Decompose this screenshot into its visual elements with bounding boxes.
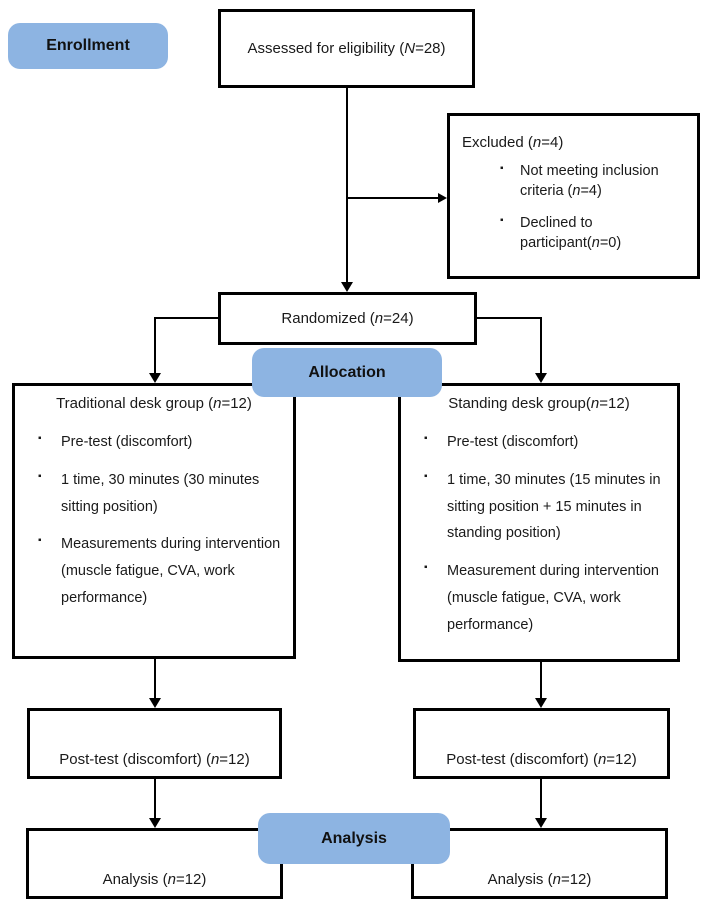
square-bullet-icon: ▪ — [424, 433, 428, 444]
square-bullet-icon: ▪ — [38, 535, 42, 547]
traditional-bullet-item: ▪ 1 time, 30 minutes (30 minutes sitting… — [15, 467, 293, 521]
square-bullet-icon: ▪ — [424, 562, 428, 574]
traditional-group-title: Traditional desk group (n=12) — [56, 395, 252, 412]
flow-line — [477, 317, 541, 319]
arrow-down-icon — [535, 373, 547, 383]
arrow-down-icon — [149, 698, 161, 708]
analysis-left-text: Analysis (n=12) — [102, 871, 207, 888]
allocation-stage-label: Allocation — [252, 348, 442, 397]
randomized-box: Randomized (n=24) — [218, 292, 477, 345]
flow-line — [154, 779, 156, 819]
traditional-bullet-text: 1 time, 30 minutes (30 minutes sitting p… — [61, 471, 260, 515]
standing-bullet-item: ▪ Pre-test (discomfort) — [401, 429, 677, 456]
arrow-down-icon — [535, 818, 547, 828]
excluded-bullet-text: Not meeting inclusion criteria (n=4) — [520, 163, 659, 199]
assessed-eligibility-box: Assessed for eligibility (N=28) — [218, 9, 475, 88]
arrow-down-icon — [535, 698, 547, 708]
flow-line — [154, 659, 156, 699]
traditional-bullet-item: ▪ Pre-test (discomfort) — [15, 429, 293, 456]
traditional-bullet-item: ▪ Measurements during intervention (musc… — [15, 531, 293, 611]
flow-line — [347, 197, 438, 199]
analysis-stage-label-text: Analysis — [321, 829, 387, 847]
assessed-eligibility-text: Assessed for eligibility (N=28) — [247, 40, 446, 57]
flow-line — [540, 662, 542, 699]
enrollment-stage-label-text: Enrollment — [46, 37, 130, 54]
arrow-down-icon — [149, 818, 161, 828]
arrow-right-icon — [438, 193, 447, 203]
standing-bullet-text: Measurement during intervention (muscle … — [447, 563, 659, 633]
square-bullet-icon: ▪ — [424, 470, 428, 482]
excluded-title: Excluded (n=4) — [462, 134, 564, 151]
analysis-right-text: Analysis (n=12) — [487, 871, 592, 888]
enrollment-stage-label: Enrollment — [8, 23, 168, 69]
posttest-left-text: Post-test (discomfort) (n=12) — [59, 751, 250, 768]
traditional-bullet-text: Measurements during intervention (muscle… — [61, 536, 281, 607]
standing-bullet-text: 1 time, 30 minutes (15 minutes in sittin… — [447, 471, 661, 542]
arrow-down-icon — [341, 282, 353, 292]
posttest-right-box: Post-test (discomfort) (n=12) — [413, 708, 670, 779]
square-bullet-icon: ▪ — [38, 470, 42, 482]
flow-line — [540, 779, 542, 819]
analysis-stage-label: Analysis — [258, 813, 450, 864]
traditional-bullet-text: Pre-test (discomfort) — [61, 434, 193, 450]
randomized-text: Randomized (n=24) — [281, 310, 414, 327]
analysis-right-box: Analysis (n=12) — [411, 828, 668, 899]
excluded-bullet-item: ▪ Declined to participant(n=0) — [462, 214, 687, 253]
standing-group-box: Standing desk group(n=12) ▪ Pre-test (di… — [398, 383, 680, 662]
arrow-down-icon — [149, 373, 161, 383]
excluded-bullet-item: ▪ Not meeting inclusion criteria (n=4) — [462, 162, 687, 201]
square-bullet-icon: ▪ — [500, 163, 504, 174]
flow-line — [155, 317, 218, 319]
allocation-stage-label-text: Allocation — [308, 363, 386, 381]
square-bullet-icon: ▪ — [38, 433, 42, 444]
flow-line — [346, 88, 348, 283]
standing-bullet-item: ▪ 1 time, 30 minutes (15 minutes in sitt… — [401, 467, 677, 547]
standing-group-title: Standing desk group(n=12) — [448, 395, 630, 412]
excluded-box: Excluded (n=4) ▪ Not meeting inclusion c… — [447, 113, 700, 279]
flow-line — [540, 317, 542, 373]
excluded-bullet-text: Declined to participant(n=0) — [520, 215, 622, 251]
flow-line — [154, 317, 156, 373]
square-bullet-icon: ▪ — [500, 215, 504, 227]
traditional-group-box: Traditional desk group (n=12) ▪ Pre-test… — [12, 383, 296, 659]
analysis-left-box: Analysis (n=12) — [26, 828, 283, 899]
standing-bullet-text: Pre-test (discomfort) — [447, 434, 579, 450]
posttest-right-text: Post-test (discomfort) (n=12) — [446, 751, 637, 768]
posttest-left-box: Post-test (discomfort) (n=12) — [27, 708, 282, 779]
standing-bullet-item: ▪ Measurement during intervention (muscl… — [401, 558, 677, 638]
